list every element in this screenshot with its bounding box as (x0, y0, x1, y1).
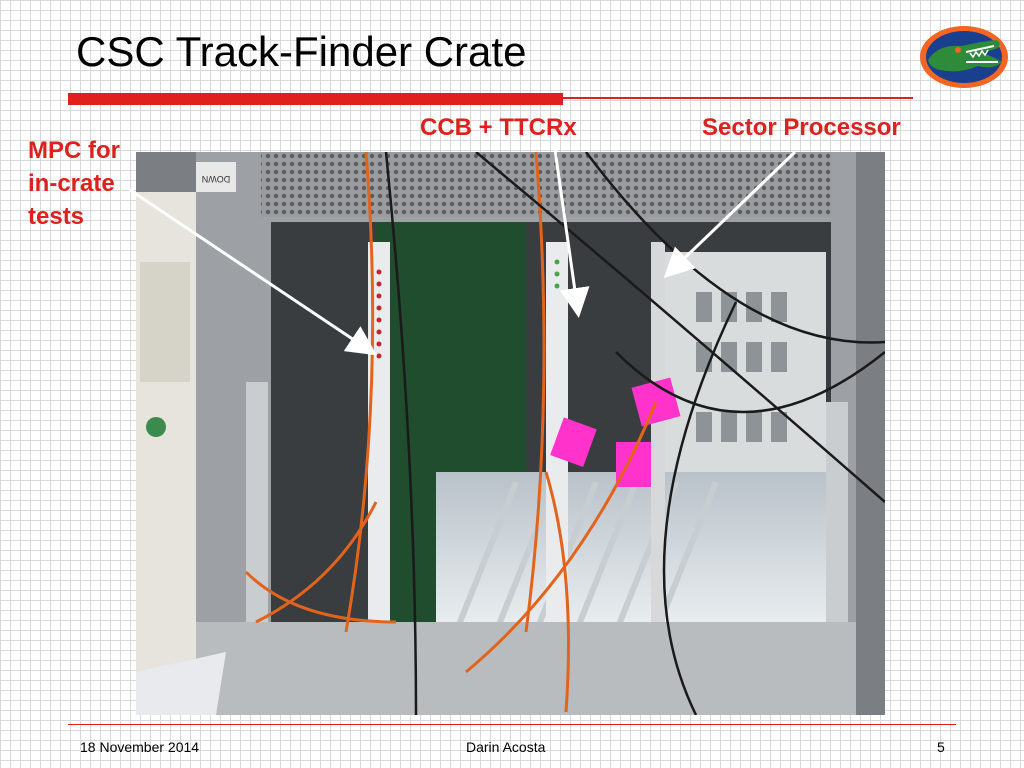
footer-author: Darin Acosta (466, 739, 546, 755)
footer-rule (68, 724, 956, 725)
crate-photo: DOWN (136, 152, 885, 715)
label-mpc-line1: MPC for (28, 137, 120, 164)
footer-page-number: 5 (937, 739, 945, 755)
footer-date: 18 November 2014 (80, 739, 200, 755)
crate-photo-illustration: DOWN (136, 152, 885, 715)
label-ccb-ttcrx: CCB + TTCRx (420, 114, 577, 141)
label-sector-processor: Sector Processor (702, 114, 901, 141)
label-mpc-line2: in-crate (28, 170, 115, 197)
title-underline-rule (563, 97, 913, 99)
label-mpc-line3: tests (28, 203, 85, 230)
title-underline-bar (68, 93, 563, 105)
gator-logo-icon (920, 26, 1008, 88)
slide-title: CSC Track-Finder Crate (76, 28, 527, 75)
down-sticker-text: DOWN (202, 174, 231, 184)
